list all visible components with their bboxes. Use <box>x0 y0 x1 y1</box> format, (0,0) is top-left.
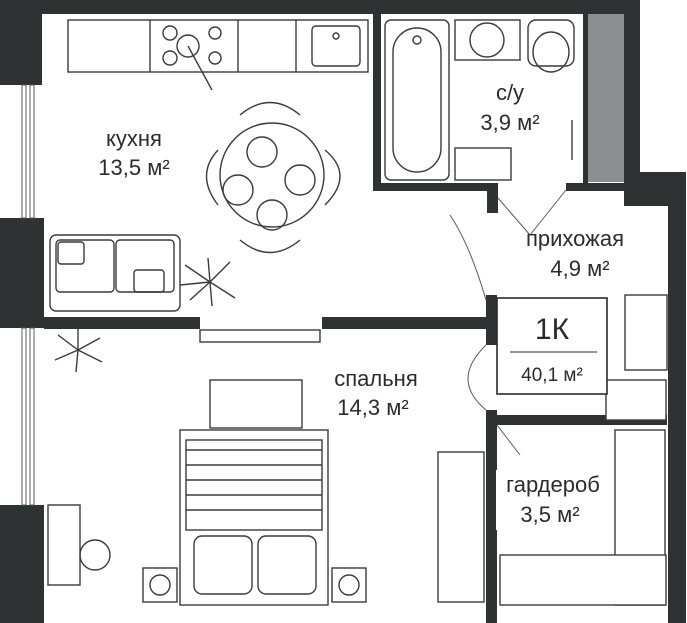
unit-type-label: 1К <box>535 313 570 346</box>
hallway-furniture <box>499 294 668 606</box>
bathroom-name: с/у <box>496 80 524 105</box>
bathroom-furniture <box>384 19 575 181</box>
room-labels: кухня 13,5 м² с/у 3,9 м² прихожая 4,9 м²… <box>80 76 624 530</box>
hallway-area: 4,9 м² <box>550 256 609 281</box>
unit-summary: 1К 40,1 м² <box>496 297 608 395</box>
bedroom-furniture <box>47 328 485 606</box>
kitchen-name: кухня <box>106 126 162 151</box>
wardrobe-area: 3,5 м² <box>520 502 579 527</box>
bedroom-name: спальня <box>334 366 418 391</box>
bathroom-area: 3,9 м² <box>480 110 539 135</box>
doors <box>449 189 567 456</box>
kitchen-area: 13,5 м² <box>98 155 169 180</box>
hallway-name: прихожая <box>526 226 624 251</box>
unit-area-label: 40,1 м² <box>521 365 583 386</box>
wardrobe-name: гардероб <box>506 472 600 497</box>
bedroom-area: 14,3 м² <box>337 395 408 420</box>
kitchen-furniture <box>49 19 369 312</box>
